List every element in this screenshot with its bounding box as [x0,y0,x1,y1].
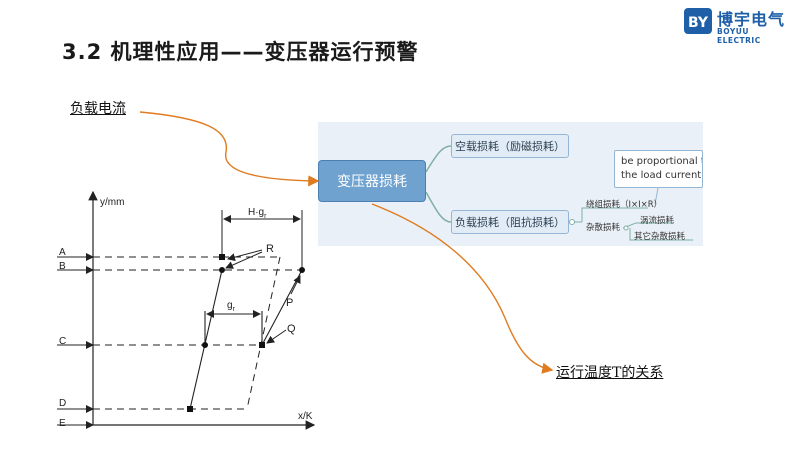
brand-logo: BY 博宇电气 BOYUU ELECTRIC [683,6,795,45]
slide-title: 3.2 机理性应用——变压器运行预警 [62,40,419,64]
point-d-square [187,406,193,412]
loss-mindmap: 变压器损耗 空载损耗（励磁损耗） 负载损耗（阻抗损耗） 绕组损耗（I×I×R） … [318,122,703,246]
logo-chinese-text: 博宇电气 [717,10,786,29]
dashed-levels [93,256,302,410]
note-box: be proportional to the load current [614,150,703,188]
x-axis-label: x/K [298,411,313,422]
upper-gradient-label: H·gr [248,207,267,220]
logo-mark-letters: BY [688,15,709,31]
level-label-a: A [59,247,66,258]
point-r-label: R [266,243,274,255]
eddy-loss-text: 涡流损耗 [640,216,675,226]
temperature-arrow [371,203,554,374]
level-label-b: B [59,261,66,272]
point-p-dot [299,267,305,273]
other-stray-loss-text: 其它杂散损耗 [634,232,686,242]
no-load-loss-node: 空载损耗（励磁损耗） [451,134,569,158]
mindmap-connectors [425,145,693,241]
point-q-square [259,342,265,348]
level-label-c: C [59,336,66,347]
mindmap-root-node: 变压器损耗 [318,160,426,202]
point-r-square [219,254,225,260]
profile-lines [189,269,303,410]
point-r-dot [219,267,225,273]
load-loss-node: 负载损耗（阻抗损耗） [451,210,569,234]
temperature-relation-label: 运行温度T的关系 [556,365,664,381]
load-current-label: 负载电流 [70,101,126,117]
winding-loss-text: 绕组损耗（I×I×R） [586,200,663,210]
y-axis-label: y/mm [100,197,124,208]
lower-gradient-label: gr [227,300,236,313]
point-c-dot [202,342,208,348]
point-q-label: Q [287,323,296,335]
note-line-1: be proportional to [621,156,703,167]
note-line-2: the load current [621,170,702,181]
load-current-arrow [139,111,320,187]
logo-mark-icon: BY [684,8,712,34]
level-label-e: E [59,418,66,429]
level-label-d: D [59,398,66,409]
stray-loss-text: 杂散损耗 [586,223,621,233]
point-p-label: P [286,297,293,309]
logo-english-text: BOYUU ELECTRIC [717,27,761,45]
